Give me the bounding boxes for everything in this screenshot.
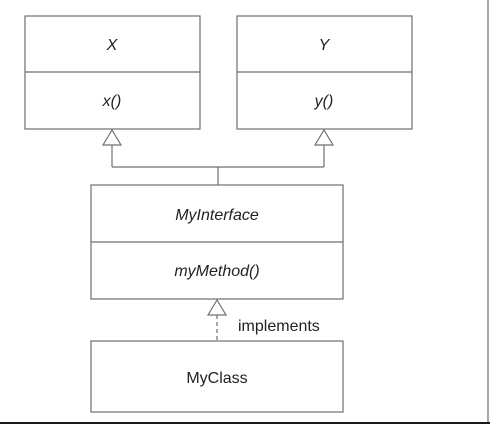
generalization-connector xyxy=(101,128,335,185)
inheritance-arrowhead-x xyxy=(101,128,123,146)
interface-myinterface-method: myMethod() xyxy=(174,263,259,280)
class-myclass-box xyxy=(90,340,344,413)
implements-label: implements xyxy=(238,318,320,335)
class-x-name: X xyxy=(106,37,119,54)
class-x-method: x() xyxy=(102,93,122,110)
class-y-method: y() xyxy=(314,93,334,110)
class-y: Y y() xyxy=(236,15,413,130)
class-myclass: MyClass xyxy=(90,340,344,413)
interface-myinterface: MyInterface myMethod() xyxy=(90,184,344,300)
realization-arrowhead xyxy=(206,298,228,316)
class-y-name: Y xyxy=(319,37,331,54)
class-x: X x() xyxy=(24,15,201,130)
class-myclass-name: MyClass xyxy=(186,370,247,387)
interface-myinterface-name: MyInterface xyxy=(175,207,259,224)
realization-connector: implements xyxy=(206,298,320,341)
inheritance-arrowhead-y xyxy=(313,128,335,146)
